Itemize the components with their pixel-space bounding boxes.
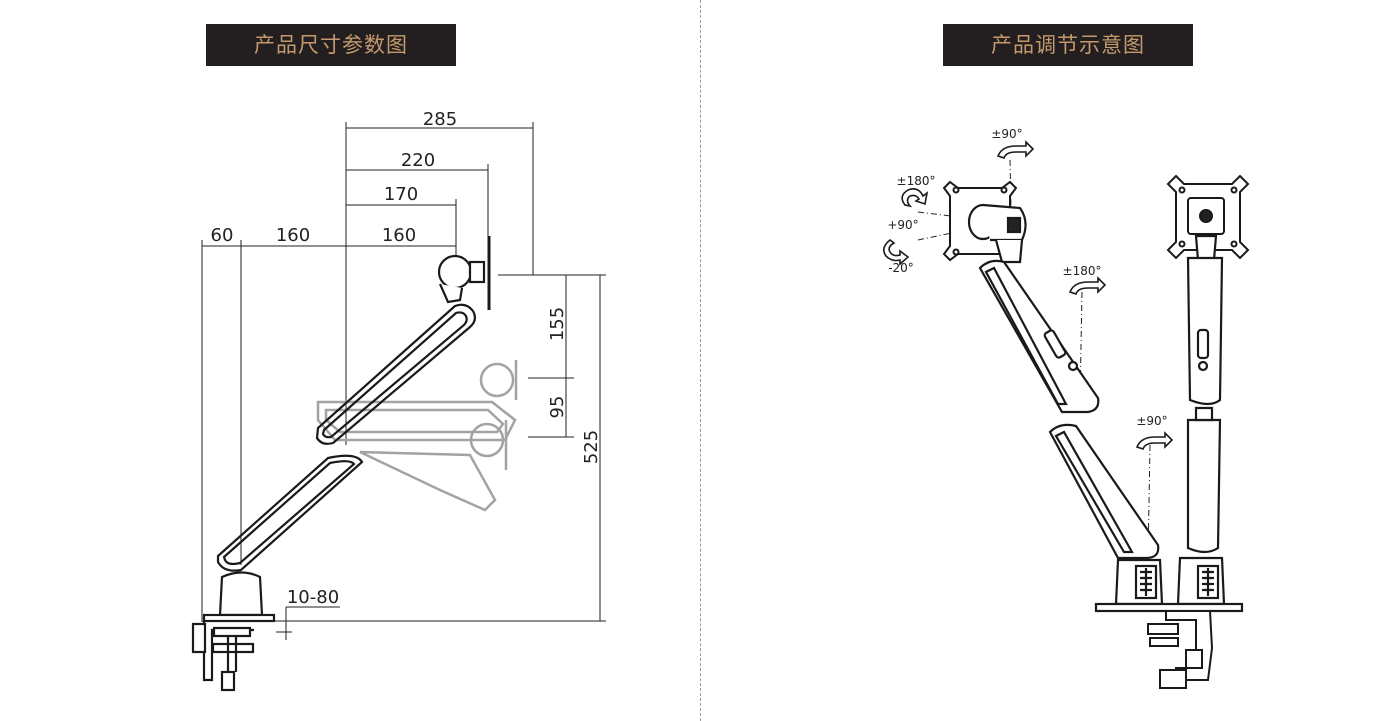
vertical-dimension-lines <box>275 274 606 622</box>
angle-joint-swivel: ±180° <box>1063 264 1102 278</box>
dimension-drawing: 285 220 170 60 160 160 155 95 525 10-80 <box>191 109 606 692</box>
desk-clamp <box>1147 610 1214 689</box>
upper-arm <box>315 303 477 445</box>
angle-tilt-up: +90° <box>887 218 918 232</box>
dimension-diagram-title: 产品尺寸参数图 <box>206 24 456 66</box>
right-vesa-plate <box>1166 174 1250 260</box>
left-lower-arm <box>1048 423 1160 560</box>
monitor-head <box>437 236 491 310</box>
base-towers <box>1094 556 1244 613</box>
angle-swivel-head: ±180° <box>897 174 936 188</box>
dim-clamp-range: 10-80 <box>287 587 339 608</box>
horizontal-dimension-lines <box>201 122 534 622</box>
dim-160-right: 160 <box>382 225 416 246</box>
dim-95: 95 <box>547 396 568 419</box>
lower-arm <box>216 454 364 572</box>
clamp-range-leader <box>276 606 340 640</box>
dim-220: 220 <box>401 150 435 171</box>
angle-top-tilt: ±90° <box>991 127 1022 141</box>
dim-60: 60 <box>211 225 234 246</box>
center-divider <box>700 0 701 721</box>
dim-160-left: 160 <box>276 225 310 246</box>
left-upper-arm <box>978 259 1100 414</box>
left-head-joint <box>967 203 1027 264</box>
dim-155: 155 <box>547 307 568 341</box>
rotation-arrows <box>882 140 1174 451</box>
right-lower-arm <box>1186 406 1222 554</box>
adjustment-diagram-title: 产品调节示意图 <box>943 24 1193 66</box>
dim-285: 285 <box>423 109 457 130</box>
dim-170: 170 <box>384 184 418 205</box>
adjustment-drawing: ±90° ±180° +90° -20° ±180° ±90° <box>882 127 1250 689</box>
dim-525: 525 <box>581 430 602 464</box>
angle-tilt-down: -20° <box>888 261 914 275</box>
right-upper-arm <box>1186 234 1224 406</box>
base-column <box>191 571 276 692</box>
angle-base-swivel: ±90° <box>1136 414 1167 428</box>
lowered-arm-ghost <box>316 360 518 512</box>
